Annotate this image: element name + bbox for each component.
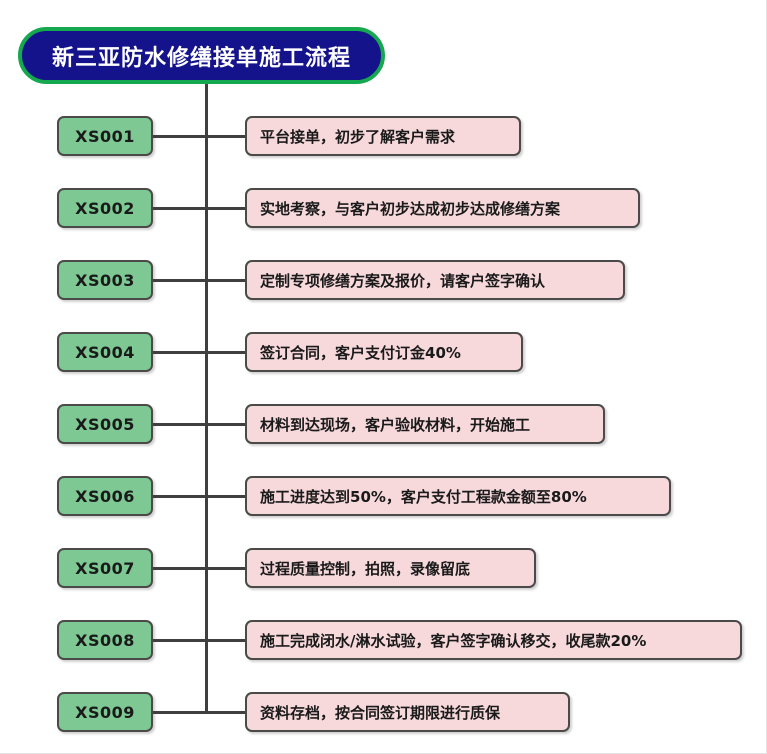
step-description-label: 施工完成闭水/淋水试验，客户签字确认移交，收尾款20% (260, 631, 647, 650)
step-code-label: XS006 (75, 486, 135, 506)
step-code-box-xs008[interactable]: XS008 (57, 620, 153, 660)
step-description-box-xs008[interactable]: 施工完成闭水/淋水试验，客户签字确认移交，收尾款20% (245, 620, 742, 660)
connector-spine-to-desc (205, 279, 245, 282)
step-description-label: 实地考察，与客户初步达成初步达成修缮方案 (260, 199, 561, 218)
step-code-label: XS001 (75, 126, 135, 146)
step-description-label: 定制专项修缮方案及报价，请客户签字确认 (260, 271, 546, 290)
step-code-box-xs004[interactable]: XS004 (57, 332, 153, 372)
step-code-box-xs001[interactable]: XS001 (57, 116, 153, 156)
connector-code-to-spine (153, 711, 208, 714)
connector-code-to-spine (153, 279, 208, 282)
step-description-label: 平台接单，初步了解客户需求 (260, 127, 456, 146)
step-code-box-xs002[interactable]: XS002 (57, 188, 153, 228)
step-code-label: XS004 (75, 342, 135, 362)
step-code-label: XS009 (75, 702, 135, 722)
connector-code-to-spine (153, 135, 208, 138)
connector-code-to-spine (153, 351, 208, 354)
step-code-label: XS008 (75, 630, 135, 650)
step-code-box-xs006[interactable]: XS006 (57, 476, 153, 516)
connector-code-to-spine (153, 639, 208, 642)
step-code-box-xs005[interactable]: XS005 (57, 404, 153, 444)
flowchart-step-row: XS002 实地考察，与客户初步达成初步达成修缮方案 (0, 188, 766, 228)
step-code-label: XS002 (75, 198, 135, 218)
connector-code-to-spine (153, 567, 208, 570)
flowchart-step-row: XS003 定制专项修缮方案及报价，请客户签字确认 (0, 260, 766, 300)
step-description-box-xs009[interactable]: 资料存档，按合同签订期限进行质保 (245, 692, 570, 732)
step-description-label: 资料存档，按合同签订期限进行质保 (260, 703, 501, 722)
connector-spine-to-desc (205, 351, 245, 354)
connector-spine-to-desc (205, 495, 245, 498)
step-description-box-xs004[interactable]: 签订合同，客户支付订金40% (245, 332, 523, 372)
connector-spine-to-desc (205, 567, 245, 570)
connector-spine-to-desc (205, 423, 245, 426)
vertical-spine-connector (205, 84, 208, 714)
step-code-label: XS007 (75, 558, 135, 578)
connector-spine-to-desc (205, 711, 245, 714)
step-description-box-xs006[interactable]: 施工进度达到50%，客户支付工程款金额至80% (245, 476, 671, 516)
step-code-label: XS005 (75, 414, 135, 434)
step-description-box-xs002[interactable]: 实地考察，与客户初步达成初步达成修缮方案 (245, 188, 640, 228)
flowchart-step-row: XS001 平台接单，初步了解客户需求 (0, 116, 766, 156)
connector-code-to-spine (153, 207, 208, 210)
flowchart-title-banner: 新三亚防水修缮接单施工流程 (18, 27, 385, 84)
connector-code-to-spine (153, 495, 208, 498)
step-description-box-xs001[interactable]: 平台接单，初步了解客户需求 (245, 116, 521, 156)
flowchart-step-row: XS009 资料存档，按合同签订期限进行质保 (0, 692, 766, 732)
connector-code-to-spine (153, 423, 208, 426)
flowchart-step-row: XS004 签订合同，客户支付订金40% (0, 332, 766, 372)
step-description-label: 签订合同，客户支付订金40% (260, 343, 461, 362)
flowchart-step-row: XS008 施工完成闭水/淋水试验，客户签字确认移交，收尾款20% (0, 620, 766, 660)
step-description-box-xs005[interactable]: 材料到达现场，客户验收材料，开始施工 (245, 404, 605, 444)
step-code-box-xs007[interactable]: XS007 (57, 548, 153, 588)
page-title: 新三亚防水修缮接单施工流程 (51, 45, 351, 71)
step-description-box-xs007[interactable]: 过程质量控制，拍照，录像留底 (245, 548, 536, 588)
step-description-label: 材料到达现场，客户验收材料，开始施工 (260, 415, 531, 434)
flowchart-step-row: XS006 施工进度达到50%，客户支付工程款金额至80% (0, 476, 766, 516)
step-description-label: 过程质量控制，拍照，录像留底 (260, 559, 471, 578)
flowchart-step-row: XS007 过程质量控制，拍照，录像留底 (0, 548, 766, 588)
connector-spine-to-desc (205, 135, 245, 138)
step-description-box-xs003[interactable]: 定制专项修缮方案及报价，请客户签字确认 (245, 260, 625, 300)
step-description-label: 施工进度达到50%，客户支付工程款金额至80% (260, 487, 587, 506)
step-code-box-xs003[interactable]: XS003 (57, 260, 153, 300)
connector-spine-to-desc (205, 639, 245, 642)
flowchart-step-row: XS005 材料到达现场，客户验收材料，开始施工 (0, 404, 766, 444)
connector-spine-to-desc (205, 207, 245, 210)
step-code-box-xs009[interactable]: XS009 (57, 692, 153, 732)
step-code-label: XS003 (75, 270, 135, 290)
